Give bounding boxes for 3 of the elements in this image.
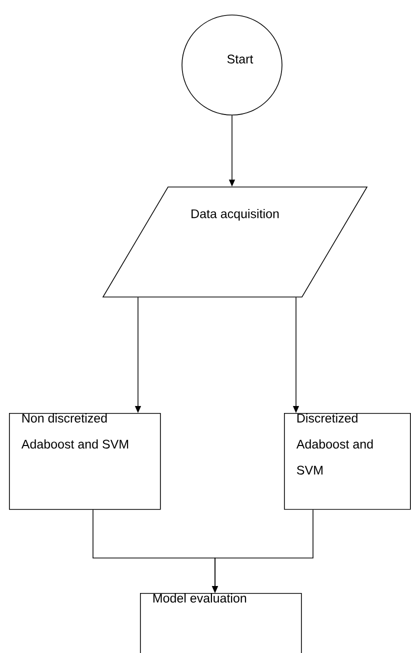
process-box: Discretized Adaboost and SVM <box>284 413 411 510</box>
process-box: Non discretized Adaboost and SVM <box>9 413 161 510</box>
process-box: Model evaluation <box>140 593 302 653</box>
